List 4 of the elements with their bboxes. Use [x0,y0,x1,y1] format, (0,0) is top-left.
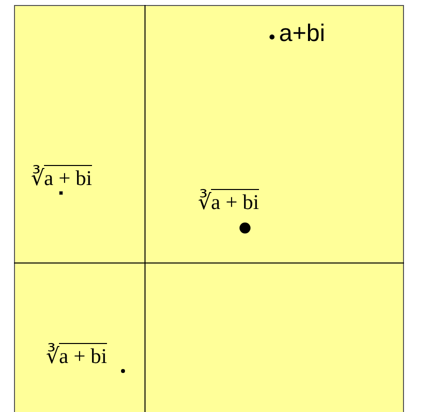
point-label: a+bi [279,22,326,46]
cube-root-label: ∛a + bi [31,166,92,190]
cube-root-label: ∛a + bi [198,190,259,214]
cube-root-label: ∛a + bi [46,344,107,368]
